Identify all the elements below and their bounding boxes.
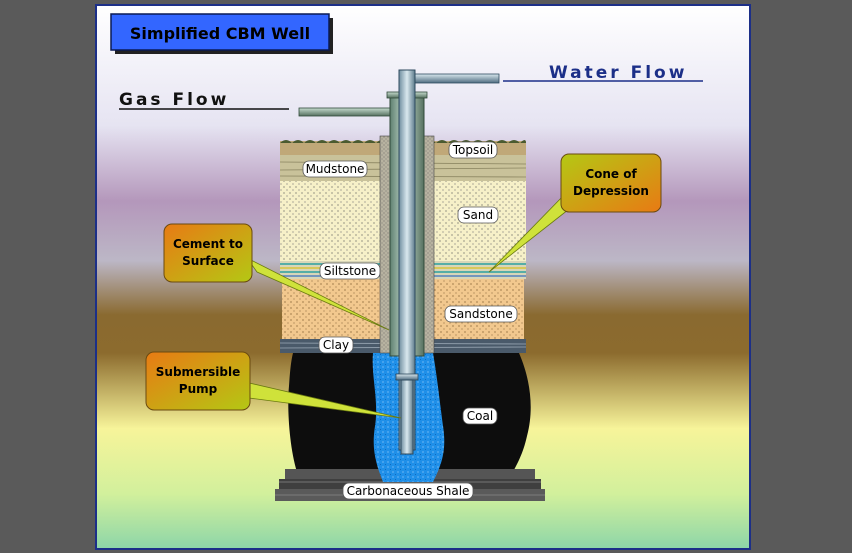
cement-annulus-left [379,135,391,354]
diagram-title: Simplified CBM Well [130,24,310,43]
callout-cement-to-surface: Cement to Surface [163,223,390,331]
water-outlet-pipe [408,73,500,84]
sandstone-label: Sandstone [449,307,512,321]
diagram-frame: Simplified CBM Well Gas Flow Water Flow [95,4,751,550]
mudstone-label: Mudstone [306,162,365,176]
water-flow-label: Water Flow [549,63,687,83]
tubing-collar [395,373,419,381]
clay-label: Clay [323,338,349,352]
title-box: Simplified CBM Well [110,13,333,54]
cone-callout-line2: Depression [573,184,649,198]
cement-callout-line2: Surface [182,254,234,268]
callout-submersible-pump: Submersible Pump [145,351,402,419]
gas-flow-label: Gas Flow [119,90,229,110]
coal-label: Coal [467,409,493,423]
cement-callout-line1: Cement to [173,237,243,251]
topsoil-label: Topsoil [452,143,494,157]
shale-label: Carbonaceous Shale [347,484,470,498]
layer-labels: Topsoil Mudstone Sand Siltstone Sandston… [302,141,518,500]
cement-annulus-right [423,135,435,354]
siltstone-label: Siltstone [324,264,376,278]
sand-label: Sand [463,208,493,222]
pump-callout-line2: Pump [179,382,218,396]
cone-callout-line1: Cone of [585,167,637,181]
callout-cone-of-depression: Cone of Depression [488,153,662,273]
pump-callout-line1: Submersible [156,365,240,379]
submersible-pump [400,379,414,455]
gas-outlet-pipe [298,107,392,117]
